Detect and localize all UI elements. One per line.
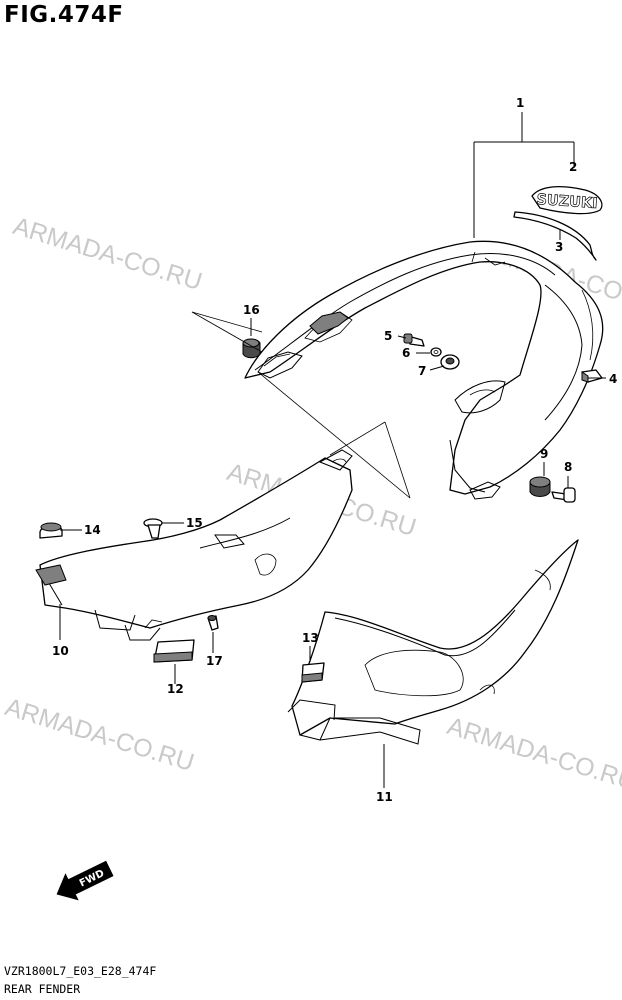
callout-17: 17 (206, 654, 223, 668)
suzuki-emblem: SUZUKI (531, 185, 603, 215)
callout-14: 14 (84, 523, 101, 537)
rear-fender-cover (244, 240, 604, 500)
callout-9: 9 (540, 447, 549, 461)
callout-2: 2 (569, 160, 578, 174)
push-rivet-15 (143, 518, 163, 539)
side-cover-inner (35, 449, 353, 641)
pad-13 (301, 662, 325, 683)
figure-title: FIG.474F (4, 2, 124, 28)
callout-10: 10 (52, 644, 69, 658)
leader-lines (59, 112, 606, 788)
side-cover-outer (287, 539, 579, 745)
washer-6 (430, 347, 442, 357)
footer-code: VZR1800L7_E03_E28_474F (4, 964, 157, 978)
emblem-text: SUZUKI (536, 192, 598, 212)
damper-16 (242, 338, 261, 359)
callout-8: 8 (564, 460, 573, 474)
clip-nut (581, 369, 603, 383)
screw-17 (207, 615, 219, 631)
callout-12: 12 (167, 682, 184, 696)
callout-16: 16 (243, 303, 260, 317)
callout-3: 3 (555, 240, 564, 254)
callout-4: 4 (609, 372, 618, 386)
callout-11: 11 (376, 790, 393, 804)
trim-strip (513, 211, 597, 261)
cushion-9 (529, 476, 551, 497)
callout-15: 15 (186, 516, 203, 530)
callout-7: 7 (418, 364, 427, 378)
callout-6: 6 (402, 346, 411, 360)
bolt-8 (551, 487, 576, 503)
fwd-arrow-icon: FWD (56, 860, 114, 901)
bolt-5 (403, 333, 425, 347)
callout-1: 1 (516, 96, 525, 110)
callout-5: 5 (384, 329, 393, 343)
pad-12 (153, 639, 195, 663)
footer-name: REAR FENDER (4, 982, 81, 996)
cap-14 (39, 522, 63, 539)
grommet-7 (440, 354, 460, 370)
callout-13: 13 (302, 631, 319, 645)
